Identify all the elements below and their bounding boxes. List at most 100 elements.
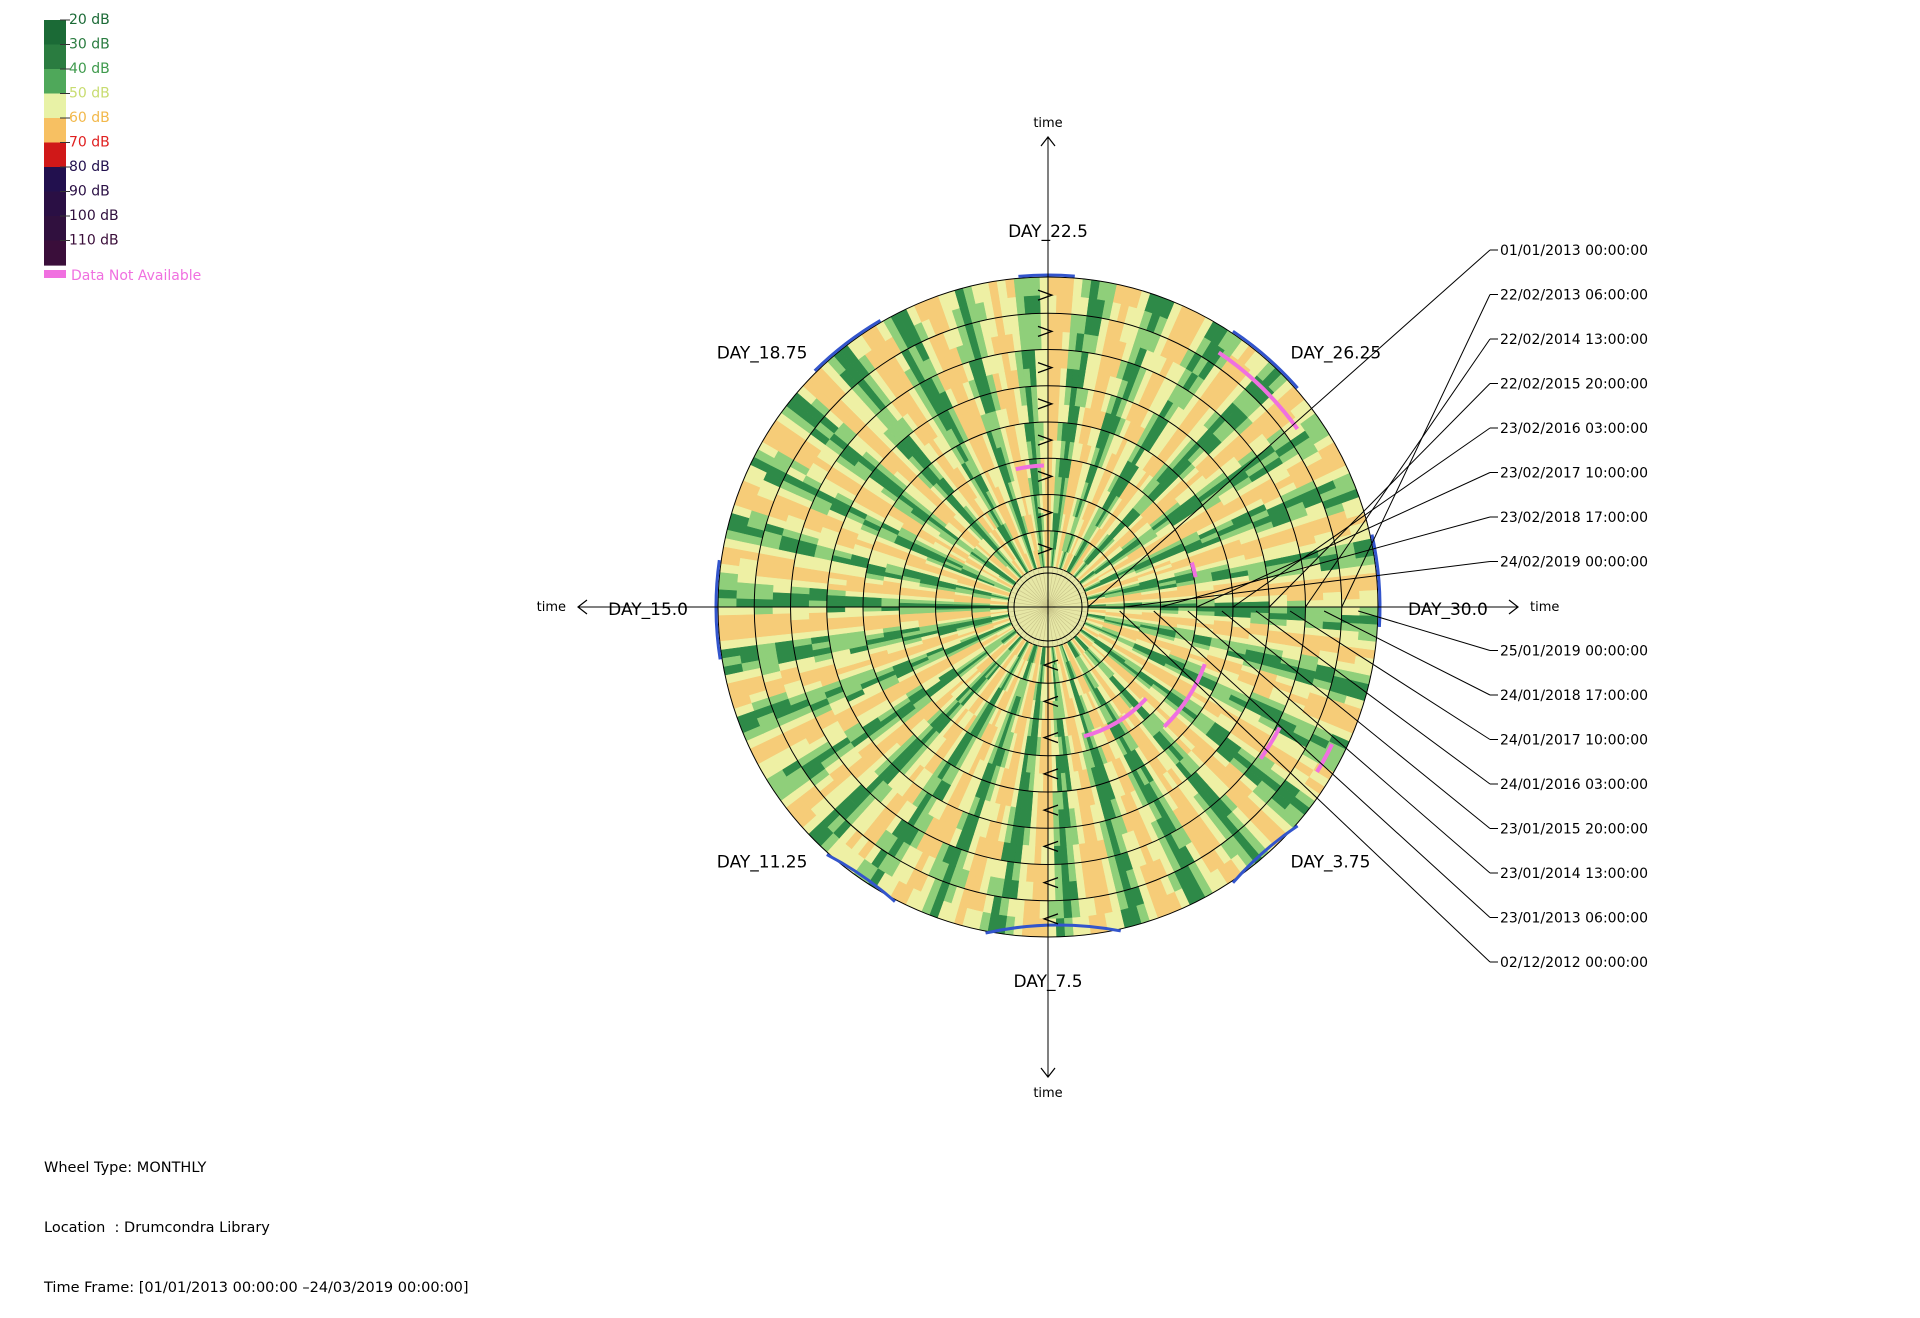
ring-end-label: 24/01/2016 03:00:00 (1500, 777, 1648, 793)
heatmap-cell (1047, 476, 1052, 495)
heatmap-cell (1063, 295, 1073, 315)
heatmap-cell (1047, 331, 1056, 350)
heatmap-cell (880, 598, 900, 604)
heatmap-cell (1358, 623, 1378, 634)
heatmap-cell (1178, 606, 1198, 612)
heatmap-cell (1064, 277, 1075, 297)
axis-label-right: time (1530, 600, 1559, 615)
heatmap-cell (1043, 755, 1049, 775)
heatmap-cell (880, 602, 900, 608)
heatmap-cell (1055, 294, 1065, 314)
ring-start-label: 24/02/2019 00:00:00 (1500, 555, 1648, 571)
legend-label: 20 dB (69, 12, 110, 28)
heatmap-cell (1250, 606, 1270, 614)
heatmap-cell (1250, 600, 1270, 608)
heatmap-cell (1039, 900, 1049, 920)
legend-label: 60 dB (69, 110, 110, 126)
legend-swatch (44, 20, 66, 46)
heatmap-cell (1359, 589, 1379, 600)
heatmap-cell (772, 606, 791, 615)
heatmap-cell (1028, 827, 1037, 847)
heatmap-cell (1043, 737, 1049, 757)
heatmap-cell (1041, 827, 1049, 847)
heatmap-cell (1287, 600, 1306, 608)
heatmap-cell (772, 592, 792, 601)
heatmap-cell (735, 598, 755, 608)
heatmap-cell (808, 600, 828, 608)
heatmap-cell (1214, 601, 1234, 608)
heatmap-cell (862, 597, 882, 603)
legend-na-label: Data Not Available (71, 268, 201, 284)
heatmap-cell (1037, 791, 1044, 811)
heatmap-cell (1051, 439, 1057, 459)
heatmap-cell (772, 599, 791, 608)
legend-label: 100 dB (69, 208, 119, 224)
heatmap-cell (808, 594, 828, 602)
heatmap-cell (1041, 846, 1049, 865)
heatmap-cell (1031, 900, 1041, 920)
heatmap-cell (1341, 598, 1361, 608)
heatmap-cell (754, 599, 773, 608)
ring-start-label: 22/02/2014 13:00:00 (1500, 332, 1648, 348)
legend-swatch (44, 191, 66, 217)
heatmap-cell (1052, 403, 1059, 423)
heatmap-cell (1047, 294, 1057, 314)
axis-label-bottom: time (1033, 1086, 1062, 1101)
heatmap-cell (717, 598, 737, 608)
legend-label: 90 dB (69, 184, 110, 200)
day-label: DAY_22.5 (1008, 222, 1088, 242)
heatmap-cell (1034, 845, 1042, 865)
heatmap-cell (1054, 863, 1063, 883)
info-panel: Wheel Type: MONTHLY Location : Drumcondr… (44, 1118, 469, 1318)
heatmap-cell (1054, 349, 1062, 369)
blue-marker (1018, 273, 1075, 278)
heatmap-cell (1047, 367, 1055, 387)
day-label: DAY_18.75 (717, 343, 808, 363)
heatmap-cell (1030, 918, 1041, 938)
heatmap-cell (1026, 863, 1035, 883)
heatmap-cell (1232, 611, 1252, 618)
heatmap-cell (717, 589, 737, 600)
heatmap-cell (1054, 313, 1064, 333)
heatmap-cell (1042, 791, 1049, 811)
heatmap-cell (1031, 294, 1041, 314)
heatmap-cell (844, 606, 864, 613)
heatmap-cell (899, 602, 918, 608)
heatmap-cell (1341, 590, 1361, 600)
heatmap-cell (1341, 614, 1361, 624)
heatmap-cell (1061, 331, 1070, 351)
wheel-type-text: Wheel Type: MONTHLY (44, 1160, 207, 1176)
heatmap-cell (772, 613, 792, 622)
heatmap-cell (1047, 385, 1055, 405)
leader-line (1341, 294, 1491, 608)
heatmap-cell (1323, 606, 1343, 615)
heatmap-cell (844, 596, 864, 603)
heatmap-cell (1055, 918, 1066, 938)
legend-swatch (44, 216, 66, 242)
axis-label-left: time (537, 600, 566, 615)
heatmap-cell (808, 587, 828, 596)
heatmap-cell (808, 606, 828, 614)
heatmap-cell (1033, 331, 1042, 351)
day-label: DAY_15.0 (608, 600, 688, 620)
heatmap-cell (1305, 606, 1324, 615)
day-label: DAY_30.0 (1408, 600, 1488, 620)
ring-end-label: 23/01/2014 13:00:00 (1500, 866, 1648, 882)
heatmap-cell (717, 606, 737, 616)
heatmap-cell (1250, 612, 1270, 619)
heatmap-cell (718, 572, 739, 583)
heatmap-cell (862, 606, 882, 613)
ring-end-label: 24/01/2017 10:00:00 (1500, 733, 1648, 749)
heatmap-cell (1160, 606, 1179, 611)
heatmap-cell (1040, 864, 1049, 883)
heatmap-cell (717, 614, 737, 625)
heatmap-cell (1060, 349, 1069, 369)
heatmap-cell (790, 593, 810, 601)
heatmap-cell (1358, 580, 1378, 591)
heatmap-cell (736, 582, 756, 592)
heatmap-cell (1047, 313, 1056, 332)
heatmap-cell (790, 606, 809, 614)
heatmap-cell (735, 614, 755, 624)
heatmap-cell (1322, 621, 1342, 631)
